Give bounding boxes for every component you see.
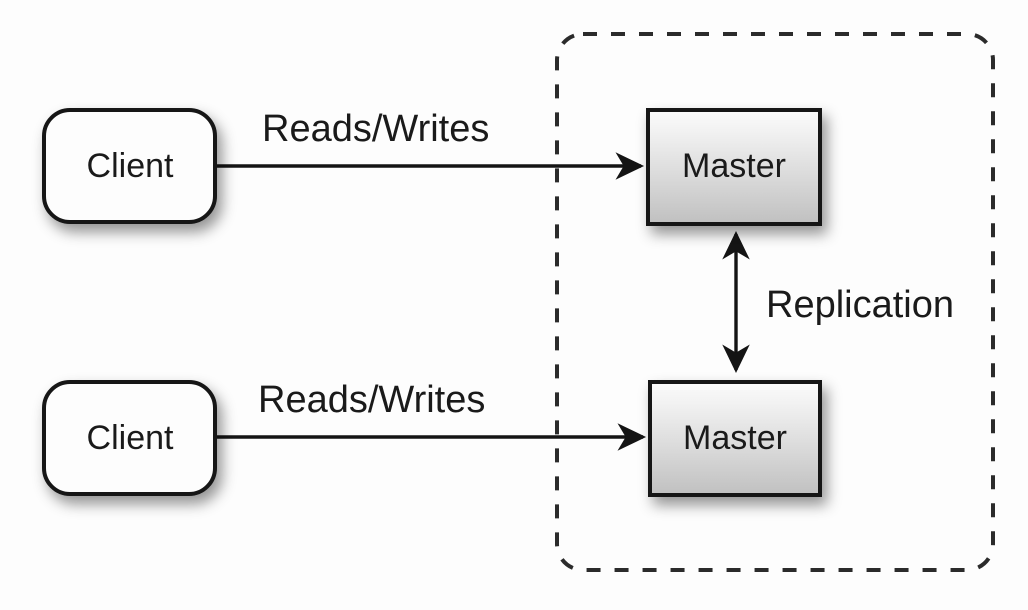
edge-label-reads-writes-bottom: Reads/Writes [258, 379, 485, 421]
node-master-bottom-label: Master [683, 419, 787, 457]
node-client-bottom-label: Client [87, 419, 174, 457]
node-client-bottom-shape [42, 380, 217, 496]
node-client-top-label: Client [87, 147, 174, 185]
node-master-bottom-shape [648, 380, 822, 497]
node-master-top-label: Master [682, 147, 786, 185]
node-client-top-shape [42, 108, 217, 224]
edge-label-reads-writes-top: Reads/Writes [262, 108, 489, 150]
node-client-top[interactable]: Client [42, 108, 217, 224]
edge-label-replication: Replication [766, 284, 954, 326]
node-master-top-shape [646, 108, 822, 226]
node-master-top[interactable]: Master [646, 108, 822, 226]
node-client-bottom[interactable]: Client [42, 380, 217, 496]
node-master-bottom[interactable]: Master [648, 380, 822, 497]
